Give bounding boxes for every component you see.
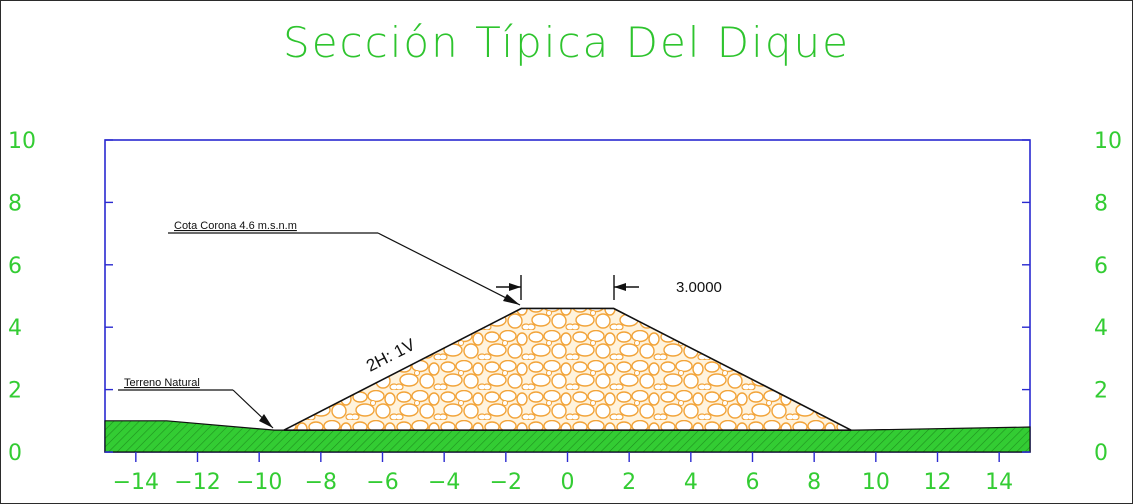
y-tick-label-right: 4: [1094, 316, 1108, 341]
diagram-title: Sección Típica Del Dique: [283, 18, 850, 67]
y-tick-label-left: 10: [8, 129, 36, 154]
x-tick-label: 2: [622, 470, 636, 495]
crest-width-dimension: 3.0000: [496, 275, 722, 300]
y-tick-label-left: 0: [8, 441, 22, 466]
dike-body: [283, 307, 852, 431]
y-tick-label-right: 0: [1094, 441, 1108, 466]
x-tick-label: −10: [236, 470, 282, 495]
y-tick-label-right: 8: [1094, 191, 1108, 216]
x-tick-label: −12: [174, 470, 220, 495]
y-tick-label-right: 10: [1094, 129, 1122, 154]
x-tick-label: 8: [807, 470, 821, 495]
x-tick-label: 0: [561, 470, 575, 495]
y-tick-label-right: 6: [1094, 254, 1108, 279]
crest-leader-arrowhead: [503, 294, 520, 305]
x-tick-label: −2: [490, 470, 522, 495]
x-tick-label: −4: [428, 470, 460, 495]
x-tick-label: 14: [985, 470, 1013, 495]
crest-elevation-leader: Cota Corona 4.6 m.s.n.m: [168, 220, 521, 306]
dim-arrow-left: [509, 283, 521, 291]
x-tick-label: 10: [862, 470, 890, 495]
natural-ground-label: Terreno Natural: [124, 377, 200, 389]
crest-width-value: 3.0000: [676, 279, 722, 296]
x-axis-ticks: −14 −12 −10 −8 −6 −4 −2 0 2 4 6 8 10 12 14: [113, 452, 1013, 495]
x-tick-label: 4: [684, 470, 698, 495]
x-tick-label: 6: [746, 470, 760, 495]
x-tick-label: −6: [366, 470, 398, 495]
y-tick-label-left: 4: [8, 316, 22, 341]
y-tick-label-left: 8: [8, 191, 22, 216]
crest-elevation-label: Cota Corona 4.6 m.s.n.m: [174, 220, 297, 232]
y-tick-label-left: 2: [8, 379, 22, 404]
x-tick-label: −8: [305, 470, 337, 495]
x-tick-label: −14: [113, 470, 159, 495]
y-axis-ticks: 0 0 2 2 4 4 6 6 8 8 10 10: [8, 129, 1122, 466]
natural-ground-leader: Terreno Natural: [118, 377, 274, 429]
dim-arrow-right: [614, 283, 626, 291]
x-tick-label: 12: [924, 470, 952, 495]
y-tick-label-right: 2: [1094, 379, 1108, 404]
ground-leader-arrowhead: [259, 414, 273, 428]
y-tick-label-left: 6: [8, 254, 22, 279]
